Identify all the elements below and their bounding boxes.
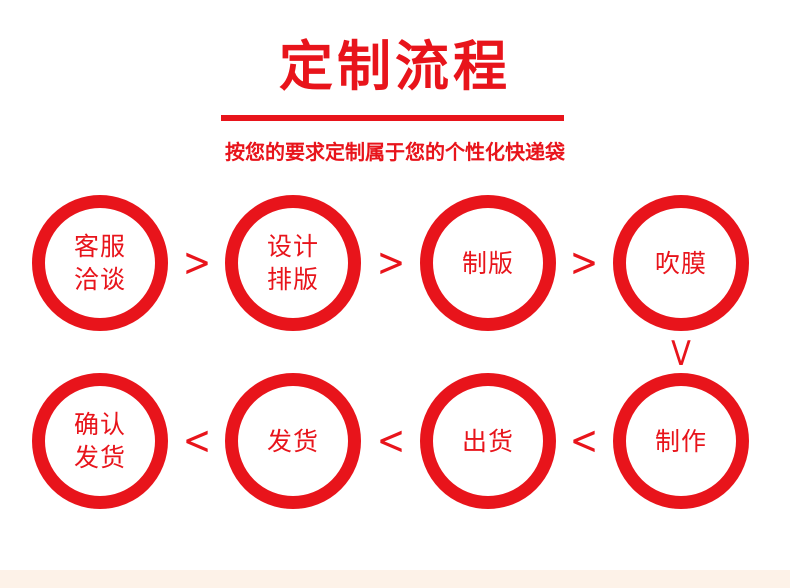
step-label: 吹膜 (654, 248, 707, 278)
arrow-left-icon: < (182, 418, 212, 464)
title-underline (221, 115, 564, 121)
step-film-blowing: 吹膜 (613, 195, 749, 331)
step-shipment-out: 出货 (420, 373, 556, 509)
page-title: 定制流程 (279, 35, 511, 98)
arrow-down-icon: V (671, 334, 691, 374)
arrow-right-icon: > (376, 240, 406, 286)
page-subtitle: 按您的要求定制属于您的个性化快递袋 (225, 140, 565, 164)
step-label: 确认 发货 (73, 410, 126, 472)
arrow-left-icon: < (569, 418, 599, 464)
step-label: 出货 (461, 426, 514, 456)
step-label: 发货 (266, 426, 319, 456)
step-label: 制版 (461, 248, 514, 278)
step-plate-making: 制版 (420, 195, 556, 331)
step-design-layout: 设计 排版 (225, 195, 361, 331)
step-production: 制作 (613, 373, 749, 509)
step-confirm-delivery: 确认 发货 (32, 373, 168, 509)
arrow-right-icon: > (182, 240, 212, 286)
step-label: 设计 排版 (266, 232, 319, 294)
step-delivery: 发货 (225, 373, 361, 509)
arrow-left-icon: < (376, 418, 406, 464)
arrow-right-icon: > (569, 240, 599, 286)
step-label: 客服 洽谈 (73, 232, 126, 294)
step-label: 制作 (654, 426, 707, 456)
footer-band (0, 570, 790, 588)
step-customer-service: 客服 洽谈 (32, 195, 168, 331)
